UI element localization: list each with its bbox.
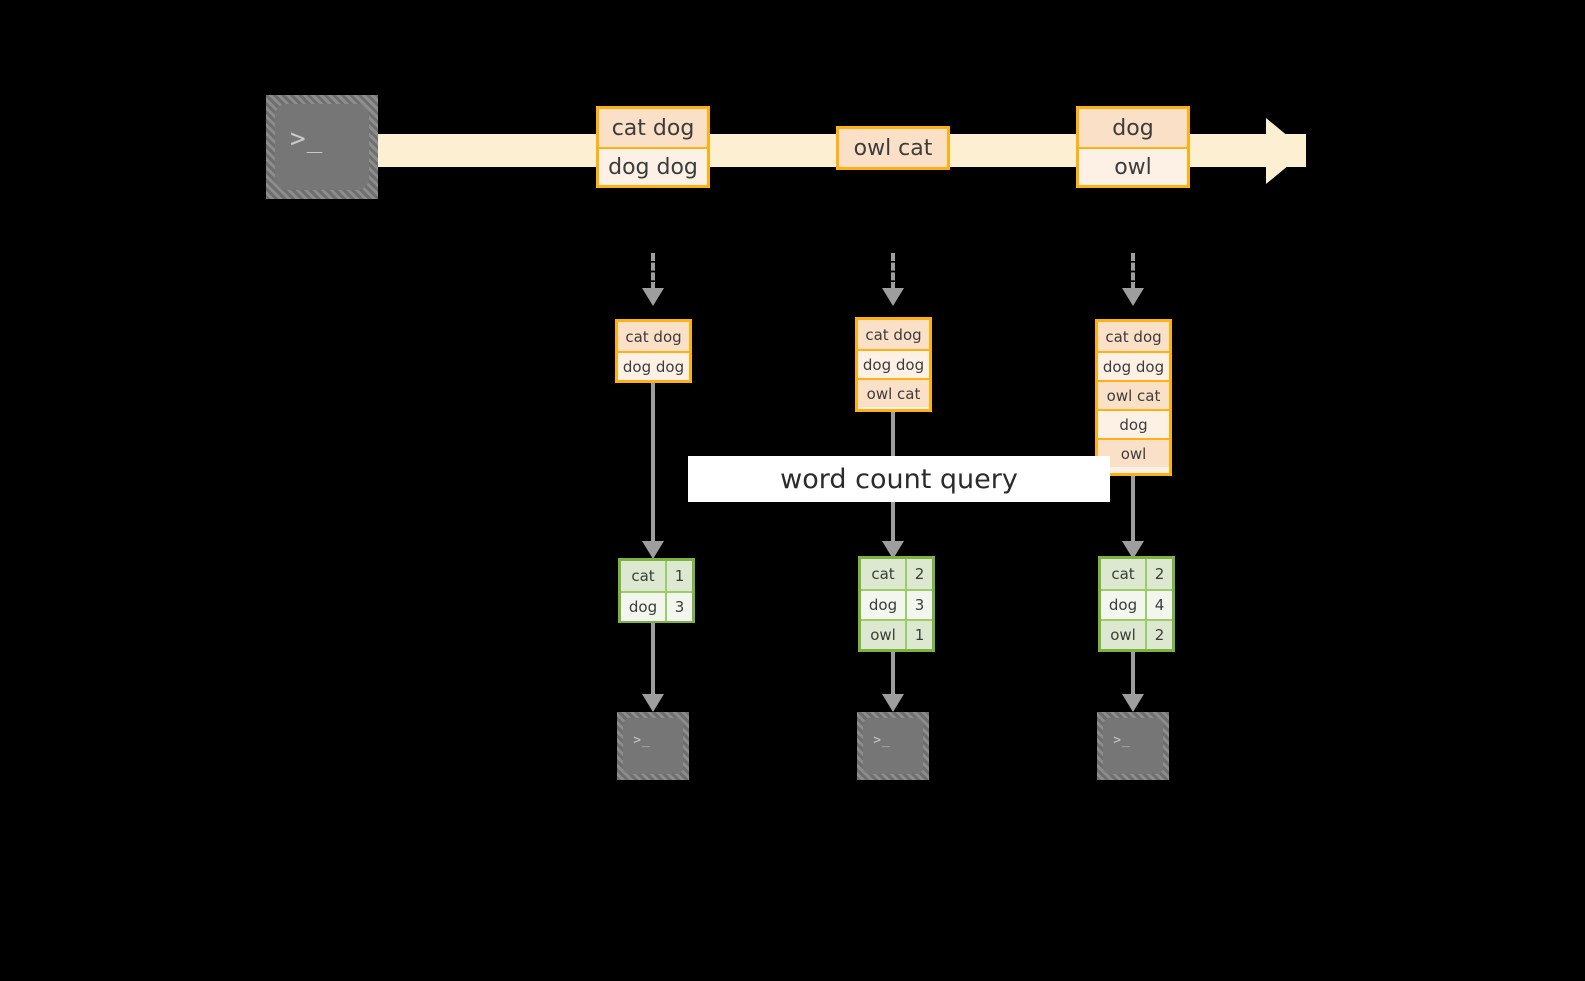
snapshot-3-row-2: dog dog [1098,351,1169,380]
query-label: word count query [780,463,1018,495]
result-table-3-row-2: dog 4 [1101,589,1172,619]
result-table-1-row-2: dog 3 [621,591,692,621]
sink-terminal-icon-2: >_ [857,712,929,780]
result-count: 4 [1145,591,1172,619]
result-table-2-row-1: cat 2 [861,559,932,589]
result-count: 2 [1145,559,1172,589]
result-word: cat [1101,559,1145,589]
dashed-arrowhead-2 [882,288,904,306]
sink-connector-2-arrowhead [882,694,904,712]
snapshot-3-row-4: dog [1098,409,1169,438]
sink-connector-3 [1131,652,1135,696]
result-table-2: cat 2 dog 3 owl 1 [858,556,935,652]
query-connector-2-arrowhead [882,541,904,559]
stream-event-1: cat dog dog dog [596,106,710,188]
dashed-arrow-down-icon-2 [891,253,895,290]
stream-event-3: dog owl [1076,106,1190,188]
stream-event-2-row-1: owl cat [839,129,947,167]
result-word: cat [621,561,665,591]
stream-event-3-row-2: owl [1079,147,1187,185]
prompt-glyph: >_ [873,732,891,748]
stream-event-1-row-1: cat dog [599,109,707,147]
prompt-glyph: >_ [633,732,651,748]
snapshot-2-row-2: dog dog [858,349,929,378]
dashed-arrowhead-1 [642,288,664,306]
result-table-2-row-2: dog 3 [861,589,932,619]
result-word: dog [621,593,665,621]
source-terminal-icon: >_ [266,95,378,199]
query-label-band: word count query [688,456,1110,502]
prompt-glyph: >_ [1113,732,1131,748]
query-connector-3-arrowhead [1122,541,1144,559]
sink-connector-3-arrowhead [1122,694,1144,712]
sink-connector-1-arrowhead [642,694,664,712]
result-table-3-row-3: owl 2 [1101,619,1172,649]
query-connector-3 [1131,476,1135,543]
sink-terminal-icon-3: >_ [1097,712,1169,780]
result-count: 1 [905,621,932,649]
result-word: owl [1101,621,1145,649]
result-count: 1 [665,561,692,591]
query-connector-1 [651,383,655,543]
result-count: 2 [1145,621,1172,649]
dashed-arrow-down-icon-1 [651,253,655,290]
stream-arrow-right-icon [1266,118,1306,184]
snapshot-3-row-1: cat dog [1098,322,1169,351]
result-table-1: cat 1 dog 3 [618,558,695,623]
result-table-2-row-3: owl 1 [861,619,932,649]
query-connector-1-arrowhead [642,541,664,559]
sink-terminal-icon-1: >_ [617,712,689,780]
dashed-arrowhead-3 [1122,288,1144,306]
result-word: dog [861,591,905,619]
snapshot-3: cat dog dog dog owl cat dog owl [1095,319,1172,476]
result-word: cat [861,559,905,589]
result-table-1-row-1: cat 1 [621,561,692,591]
result-count: 2 [905,559,932,589]
sink-connector-2 [891,652,895,696]
result-table-3-row-1: cat 2 [1101,559,1172,589]
snapshot-2-row-3: owl cat [858,378,929,407]
result-count: 3 [905,591,932,619]
snapshot-1-row-1: cat dog [618,322,689,351]
prompt-glyph: >_ [290,124,324,155]
stream-event-2: owl cat [836,126,950,170]
stream-event-1-row-2: dog dog [599,147,707,185]
result-word: owl [861,621,905,649]
sink-connector-1 [651,623,655,696]
snapshot-1-row-2: dog dog [618,351,689,380]
result-word: dog [1101,591,1145,619]
dashed-arrow-down-icon-3 [1131,253,1135,290]
result-count: 3 [665,593,692,621]
snapshot-2: cat dog dog dog owl cat [855,317,932,412]
snapshot-2-row-1: cat dog [858,320,929,349]
stream-event-3-row-1: dog [1079,109,1187,147]
snapshot-1: cat dog dog dog [615,319,692,383]
snapshot-3-row-3: owl cat [1098,380,1169,409]
result-table-3: cat 2 dog 4 owl 2 [1098,556,1175,652]
